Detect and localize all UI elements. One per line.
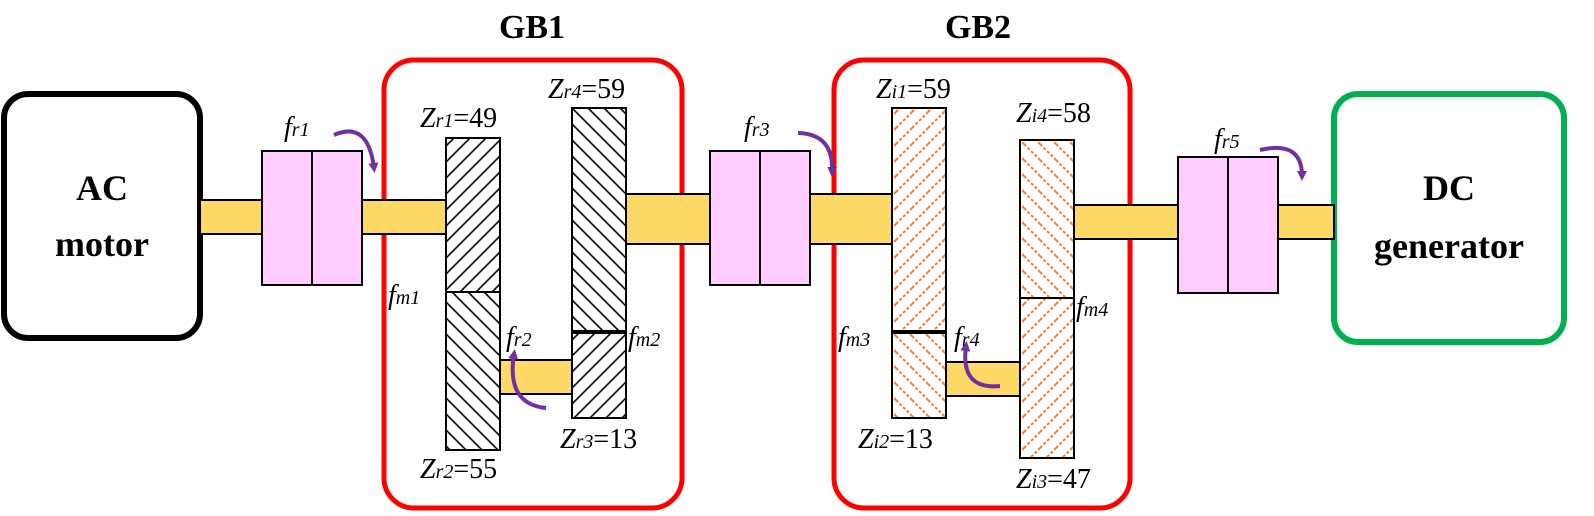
label-zr2: Zr2=55	[420, 454, 497, 485]
dc-generator-label-line1: DC	[1423, 168, 1475, 208]
gear-zi3	[1019, 297, 1075, 459]
ac-motor-label-line1: AC	[76, 168, 128, 208]
label-fr5: fr5	[1214, 124, 1240, 155]
label-fr4: fr4	[954, 322, 980, 353]
rotation-arrow-fr2	[508, 349, 547, 410]
label-fr1: fr1	[284, 112, 310, 143]
gearbox-gb2-frame	[831, 57, 1133, 511]
shaft-coupling1-gb1	[361, 199, 447, 235]
rotation-arrow-fr4	[960, 341, 1001, 389]
label-fr3: fr3	[744, 112, 770, 143]
dc-generator-block	[1331, 91, 1567, 345]
label-fm3: fm3	[838, 322, 870, 353]
dc-generator-label-line2: generator	[1374, 226, 1524, 266]
rotation-arrow-fr5	[1259, 145, 1307, 181]
label-zi3: Zi3=47	[1016, 464, 1091, 495]
label-fm1: fm1	[388, 280, 420, 311]
label-zi4: Zi4=58	[1016, 98, 1091, 129]
gear-zr4	[571, 107, 627, 333]
label-fm4: fm4	[1076, 292, 1108, 323]
shaft-motor-coupling1	[199, 199, 263, 235]
rotation-arrows	[333, 129, 1307, 410]
label-fm2: fm2	[628, 322, 660, 353]
shaft-gb2-intermediate	[945, 361, 1021, 397]
gear-zr2	[445, 291, 501, 451]
gb1-title: GB1	[499, 9, 565, 46]
gear-zi2	[891, 331, 947, 419]
coupling-1	[261, 150, 363, 286]
rotation-arrow-fr1	[333, 129, 379, 173]
gear-zi1	[891, 107, 947, 333]
gearbox-gb1-frame	[381, 57, 685, 511]
label-fr2: fr2	[506, 322, 532, 353]
shaft-coupling3-gb2	[809, 193, 893, 245]
ac-motor-block	[1, 91, 203, 341]
label-zr4: Zr4=59	[548, 74, 625, 105]
coupling-5	[1177, 156, 1279, 294]
label-zi1: Zi1=59	[876, 74, 951, 105]
gear-zr3	[571, 331, 627, 419]
rotation-arrow-fr3	[797, 131, 838, 177]
shaft-coupling5-generator	[1277, 204, 1335, 240]
ac-motor-label-line2: motor	[55, 224, 149, 264]
gear-zr1	[445, 137, 501, 293]
gb2-title: GB2	[945, 9, 1011, 46]
shafts	[199, 193, 1335, 397]
label-zr1: Zr1=49	[420, 103, 497, 134]
label-zr3: Zr3=13	[560, 424, 637, 455]
label-zi2: Zi2=13	[858, 424, 933, 455]
shaft-gb2-coupling5	[1073, 204, 1179, 240]
coupling-3	[709, 150, 811, 286]
gear-zi4	[1019, 139, 1075, 299]
shaft-gb1-coupling3	[625, 193, 711, 245]
